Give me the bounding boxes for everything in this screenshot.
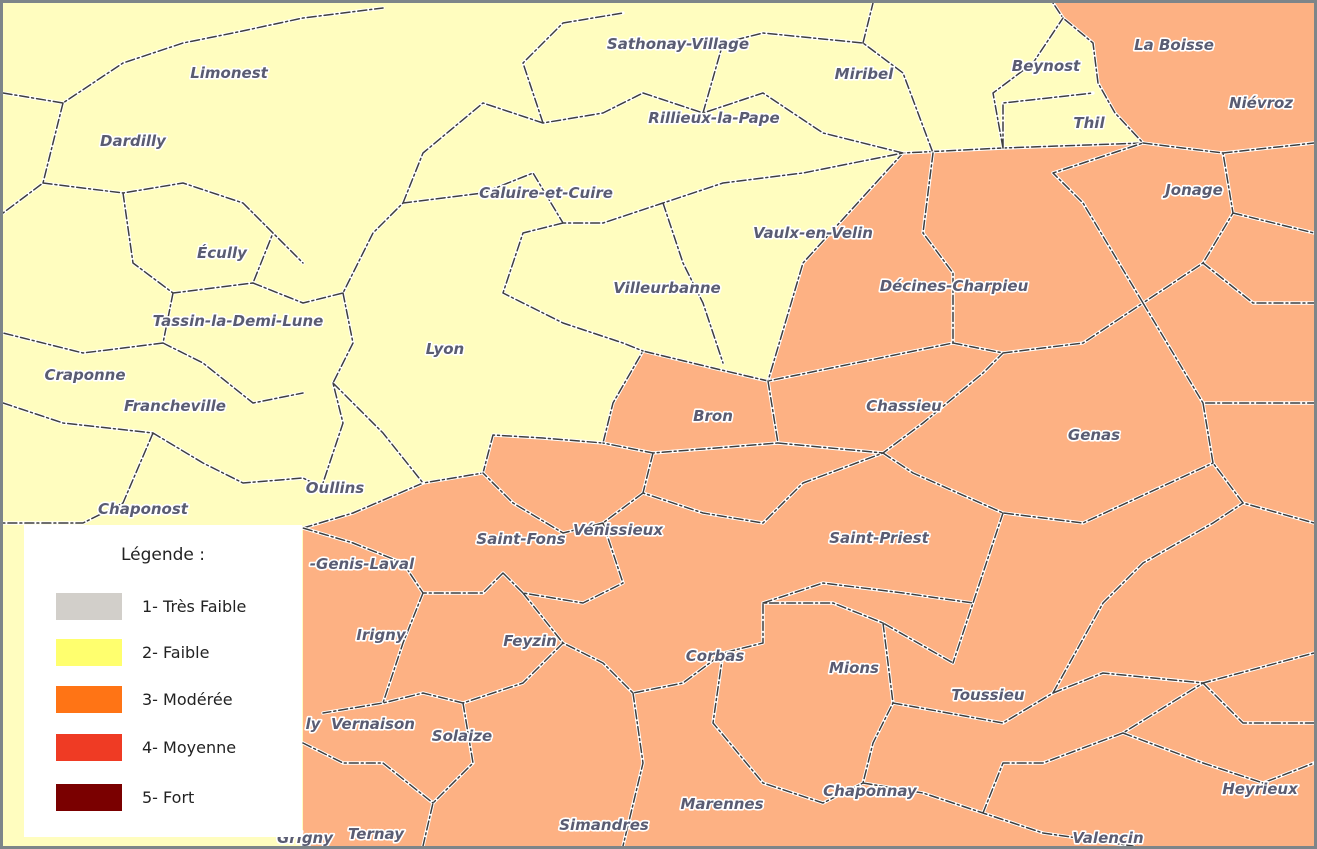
zone-moderee-east [303,3,1314,846]
label-toussieu[interactable]: Toussieu [950,684,1027,705]
label-saint-genis-laval[interactable]: -Genis-Laval [308,553,416,574]
legend-panel: Légende : 1- Très Faible 2- Faible 3- Mo… [24,525,302,837]
label-oullins[interactable]: Oullins [304,477,366,498]
legend-swatch-moderee [56,686,122,713]
label-irigny[interactable]: Irigny [355,624,409,645]
label-rillieux-la-pape[interactable]: Rillieux-la-Pape [647,107,782,128]
legend-swatch-moyenne [56,734,122,761]
label-lyon[interactable]: Lyon [424,338,466,359]
label-la-boisse[interactable]: La Boisse [1132,34,1215,55]
label-limonest[interactable]: Limonest [189,62,271,83]
label-feyzin[interactable]: Feyzin [502,630,559,651]
label-nievroz[interactable]: Niévroz [1227,92,1295,113]
map-canvas[interactable]: Sathonay-Village Limonest Miribel Beynos… [3,3,1314,846]
label-villeurbanne[interactable]: Villeurbanne [612,277,723,298]
label-saint-priest[interactable]: Saint-Priest [828,527,932,548]
legend-label-moderee: 3- Modérée [142,690,233,709]
label-solaize[interactable]: Solaize [430,725,494,746]
legend-label-faible: 2- Faible [142,643,210,662]
label-beynost[interactable]: Beynost [1010,55,1082,76]
label-ternay[interactable]: Ternay [346,823,406,844]
label-venissieux[interactable]: Vénissieux [571,519,666,540]
label-genas[interactable]: Genas [1066,424,1121,445]
label-tassin-la-demi-lune[interactable]: Tassin-la-Demi-Lune [151,310,325,331]
label-corbas[interactable]: Corbas [684,645,746,666]
legend-swatch-tres-faible [56,593,122,620]
label-chaponost[interactable]: Chaponost [96,498,190,519]
label-miribel[interactable]: Miribel [833,63,896,84]
label-dardilly[interactable]: Dardilly [98,130,168,151]
commune-borders [3,3,1314,846]
label-marennes[interactable]: Marennes [679,793,765,814]
label-sathonay-village[interactable]: Sathonay-Village [605,33,750,54]
label-vernaison[interactable]: Vernaison [329,713,416,734]
legend-swatch-fort [56,784,122,811]
legend-label-moyenne: 4- Moyenne [142,738,237,757]
commune-labels: Sathonay-Village Limonest Miribel Beynos… [43,33,1301,846]
label-mions[interactable]: Mions [827,657,880,678]
zone-moderee [303,3,1314,846]
label-francheville[interactable]: Francheville [122,395,227,416]
label-ly-partial[interactable]: ly [304,713,323,734]
label-saint-fons[interactable]: Saint-Fons [475,528,567,549]
label-thil[interactable]: Thil [1072,112,1107,133]
label-simandres[interactable]: Simandres [558,814,651,835]
label-chaponnay[interactable]: Chaponnay [822,780,920,801]
label-jonage[interactable]: Jonage [1161,179,1225,200]
label-caluire-et-cuire[interactable]: Caluire-et-Cuire [477,182,614,203]
label-ecully[interactable]: Écully [195,241,249,263]
legend-label-fort: 5- Fort [142,788,195,807]
label-chassieu[interactable]: Chassieu [865,395,944,416]
legend-label-tres-faible: 1- Très Faible [142,597,247,616]
label-craponne[interactable]: Craponne [43,364,127,385]
legend-swatch-faible [56,639,122,666]
label-decines-charpieu[interactable]: Décines-Charpieu [878,275,1030,296]
label-valencin[interactable]: Valencin [1071,827,1145,846]
label-vaulx-en-velin[interactable]: Vaulx-en-Velin [751,222,874,243]
legend-title: Légende : [120,545,206,565]
label-bron[interactable]: Bron [691,405,734,426]
label-heyrieux[interactable]: Heyrieux [1221,778,1301,799]
